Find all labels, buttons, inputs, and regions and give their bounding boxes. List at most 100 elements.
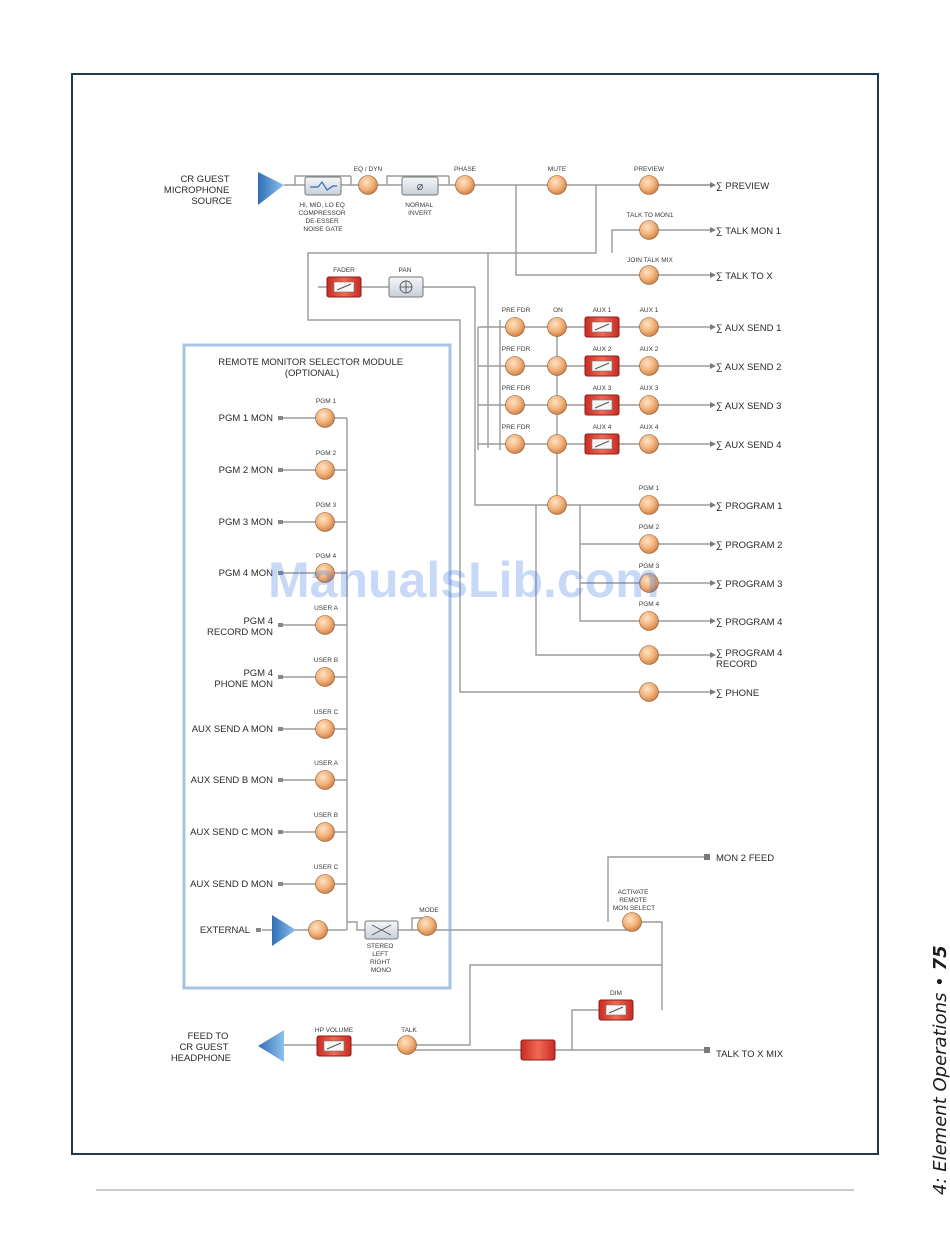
talk-to-mon1-knob[interactable]	[639, 220, 659, 240]
remote-input-label-4: PGM 4 MON	[219, 568, 274, 579]
pre-fdr-knob-2[interactable]	[505, 356, 525, 376]
remote-knob-8[interactable]	[315, 770, 335, 790]
program4-record-knob[interactable]	[639, 645, 659, 665]
output-program-4-record-line2: RECORD	[716, 659, 757, 670]
talk-to-mon1-label: TALK TO MON1	[627, 212, 674, 219]
aux-knob-label-1: AUX 1	[640, 307, 659, 314]
aux-fader-3-slider-line	[594, 401, 610, 409]
remote-input-label-1: PGM 1 MON	[219, 413, 274, 424]
remote-knob-4[interactable]	[315, 563, 335, 583]
phase-knob[interactable]	[455, 175, 475, 195]
activate-remote-knob[interactable]	[622, 912, 642, 932]
aux-knob-1[interactable]	[639, 317, 659, 337]
remote-input-label-5-line2: RECORD MON	[207, 627, 273, 638]
preview-knob[interactable]	[639, 175, 659, 195]
remote-knob-3[interactable]	[315, 512, 335, 532]
remote-knob-label-10: USER C	[314, 864, 339, 871]
pgm-knob-1[interactable]	[639, 495, 659, 515]
remote-input-label-9: AUX SEND C MON	[190, 827, 273, 838]
on-knob-1[interactable]	[547, 317, 567, 337]
aux-fader-1-slider-line	[594, 323, 610, 331]
pre-fdr-label-3: PRE FDR	[502, 385, 531, 392]
phase-box[interactable]	[401, 176, 439, 196]
remote-knob-10[interactable]	[315, 874, 335, 894]
bullet: •	[930, 976, 950, 987]
pgm-knob-label-4: PGM 4	[639, 601, 660, 608]
remote-knob-label-5: USER A	[314, 605, 339, 612]
watermark: ManualsLib.com	[268, 552, 660, 608]
pgm-knob-4[interactable]	[639, 611, 659, 631]
aux-knob-3[interactable]	[639, 395, 659, 415]
eq-description: HI, MID, LO EQ COMPRESSOR DE-ESSER NOISE…	[299, 202, 348, 233]
input-connector-icon	[278, 571, 283, 575]
pre-fdr-knob-3[interactable]	[505, 395, 525, 415]
external-connector-icon	[256, 928, 261, 932]
output-phone: ∑ PHONE	[716, 688, 759, 699]
talk-to-x-fader[interactable]	[520, 1039, 556, 1061]
aux-fader-2-slider-line	[594, 362, 610, 370]
on-knob-2[interactable]	[547, 356, 567, 376]
mute-knob[interactable]	[547, 175, 567, 195]
join-talk-mix-knob[interactable]	[639, 265, 659, 285]
remote-knob-2[interactable]	[315, 460, 335, 480]
pgm-knob-2[interactable]	[639, 534, 659, 554]
remote-knob-label-3: PGM 3	[316, 502, 337, 509]
remote-knob-1[interactable]	[315, 408, 335, 428]
pgm-knob-label-2: PGM 2	[639, 524, 660, 531]
talk-knob[interactable]	[397, 1035, 417, 1055]
output-preview: ∑ PREVIEW	[716, 181, 769, 192]
phase-label: PHASE	[454, 166, 477, 173]
remote-knob-5[interactable]	[315, 615, 335, 635]
phase-symbol: Ø	[417, 183, 423, 192]
pgm-knob-label-1: PGM 1	[639, 485, 660, 492]
remote-knob-6[interactable]	[315, 667, 335, 687]
pgm-knob-label-3: PGM 3	[639, 563, 660, 570]
aux-fader-4-slider-line	[594, 440, 610, 448]
remote-knob-9[interactable]	[315, 822, 335, 842]
eq-dyn-knob[interactable]	[358, 175, 378, 195]
mode-label: MODE	[419, 907, 439, 914]
phone-knob[interactable]	[639, 682, 659, 702]
pre-fdr-label-1: PRE FDR	[502, 307, 531, 314]
pre-fdr-knob-1[interactable]	[505, 317, 525, 337]
external-knob[interactable]	[308, 920, 328, 940]
on-knob-3[interactable]	[547, 395, 567, 415]
remote-knob-7[interactable]	[315, 719, 335, 739]
remote-module-title: REMOTE MONITOR SELECTOR MODULE (OPTIONAL…	[218, 357, 406, 379]
output-program-4-record: ∑ PROGRAM 4	[716, 648, 782, 659]
remote-knob-label-8: USER A	[314, 760, 339, 767]
output-aux-send-1: ∑ AUX SEND 1	[716, 323, 781, 334]
activate-remote-label: ACTIVATE REMOTE MON SELECT	[613, 889, 655, 912]
aux-fader-label-4: AUX 4	[593, 424, 612, 431]
pgm-knob-3[interactable]	[639, 573, 659, 593]
aux-knob-4[interactable]	[639, 434, 659, 454]
input-connector-icon	[278, 520, 283, 524]
output-aux-send-2: ∑ AUX SEND 2	[716, 362, 781, 373]
hp-volume-label: HP VOLUME	[315, 1027, 354, 1034]
aux-knob-label-3: AUX 3	[640, 385, 659, 392]
aux-knob-label-4: AUX 4	[640, 424, 659, 431]
input-connector-icon	[278, 623, 283, 627]
on-knob-4[interactable]	[547, 434, 567, 454]
program-bus-knob[interactable]	[547, 495, 567, 515]
mode-description: STEREO LEFT RIGHT MONO	[367, 943, 396, 974]
input-connector-icon	[278, 778, 283, 782]
remote-input-label-5: PGM 4	[243, 616, 273, 627]
pre-fdr-knob-4[interactable]	[505, 434, 525, 454]
remote-input-label-3: PGM 3 MON	[219, 517, 274, 528]
talk-to-x-mix-label: TALK TO X MIX	[716, 1049, 784, 1060]
pre-fdr-label-2: PRE FDR	[502, 346, 531, 353]
mode-cross-icon	[371, 924, 392, 936]
eq-dyn-label: EQ / DYN	[354, 166, 383, 173]
output-talk-mon-1: ∑ TALK MON 1	[716, 226, 781, 237]
eq-dyn-box[interactable]	[304, 176, 342, 196]
aux-knob-2[interactable]	[639, 356, 659, 376]
output-labels: ∑ PREVIEW ∑ TALK MON 1 ∑ TALK TO X ∑ AUX…	[716, 181, 782, 699]
remote-knob-label-4: PGM 4	[316, 553, 337, 560]
remote-knob-label-6: USER B	[314, 657, 338, 664]
input-connector-icon	[278, 468, 283, 472]
mode-knob[interactable]	[417, 916, 437, 936]
